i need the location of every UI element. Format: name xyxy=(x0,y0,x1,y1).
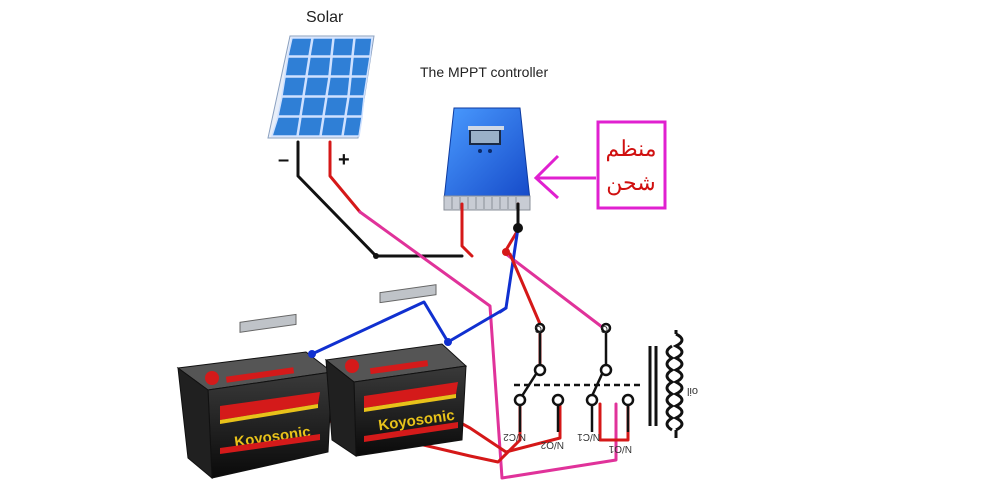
panel-plus-label: + xyxy=(338,149,350,171)
callout-box: منظم شحن xyxy=(596,120,667,210)
solar-label: Solar xyxy=(306,9,344,26)
wire-panel-negative xyxy=(296,140,464,258)
controller-display xyxy=(469,129,501,145)
relay-no2-label: N/O2 xyxy=(540,439,564,450)
solar-panel xyxy=(267,35,375,139)
wire-pink-coil xyxy=(504,252,608,332)
relay-c2-label: C xyxy=(535,323,542,334)
callout-line2: شحن xyxy=(606,170,655,196)
callout-line1: منظم xyxy=(605,136,656,162)
wire-controller-neg xyxy=(460,202,474,258)
mppt-controller xyxy=(443,107,531,211)
relay-c1-label: C xyxy=(601,323,608,334)
solar-cells xyxy=(270,37,373,137)
controller-label: The MPPT controller xyxy=(420,64,548,80)
coil-label: oil xyxy=(687,385,698,397)
battery-terminals xyxy=(308,338,452,358)
relay-no1-label: N/O1 xyxy=(608,443,632,454)
wire-red-relay xyxy=(508,252,542,374)
callout-arrow xyxy=(533,154,596,200)
wire-panel-positive xyxy=(328,140,362,214)
relay-coil xyxy=(648,330,684,438)
battery-left: Koyosonic xyxy=(176,313,334,480)
panel-minus-label: – xyxy=(278,149,289,171)
relay-nc2-label: N/C2 xyxy=(503,431,526,442)
relay xyxy=(513,322,640,432)
wire-blue-2 xyxy=(498,306,508,314)
battery-right: Koyosonic xyxy=(324,284,468,457)
wire-red-no1 xyxy=(598,402,630,442)
relay-nc1-label: N/C1 xyxy=(577,431,600,442)
